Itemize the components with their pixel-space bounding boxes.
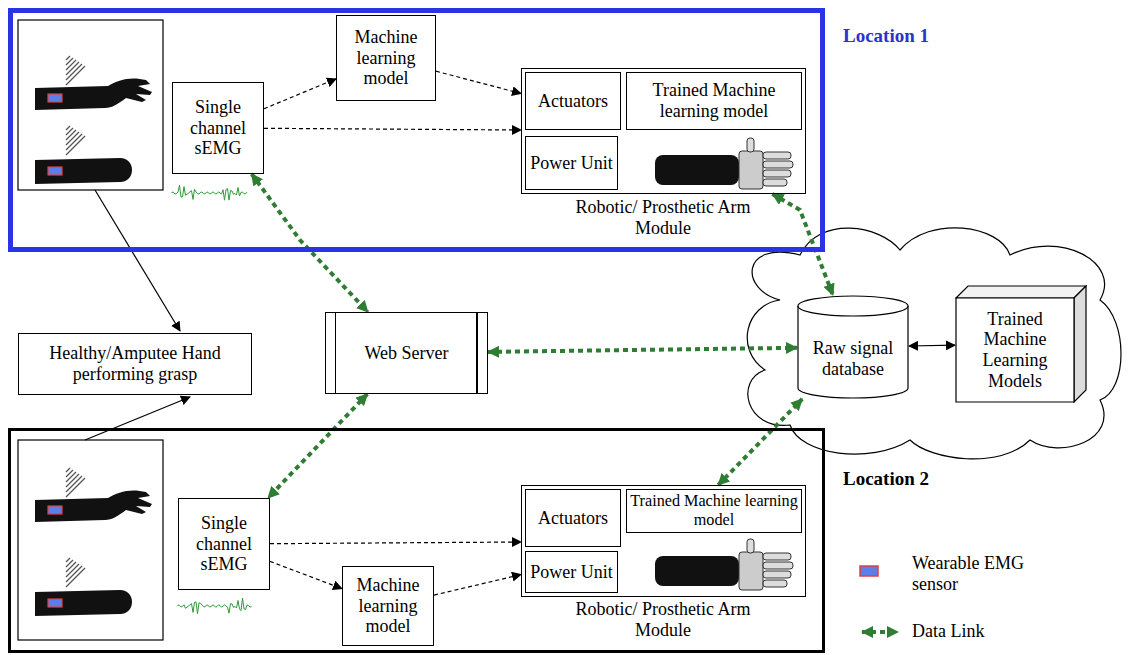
node-label: Healthy/Amputee Hand performing grasp bbox=[22, 343, 248, 384]
node-label: Trained Machine learning model bbox=[630, 80, 798, 121]
node-label: Raw signal database bbox=[800, 338, 906, 379]
node-label: Machine learning model bbox=[346, 575, 430, 637]
data-link bbox=[718, 399, 802, 485]
process-box: Machine learning model bbox=[342, 566, 434, 646]
signal-hatch bbox=[66, 56, 85, 587]
connector-arrow bbox=[264, 79, 336, 109]
emg-waveform bbox=[178, 598, 252, 614]
sensor-box: Single channel sEMG bbox=[178, 498, 270, 590]
node-label: Actuators bbox=[538, 508, 608, 529]
leader-arrow bbox=[85, 397, 190, 440]
location-region: Location 1Single channel sEMGMachine lea… bbox=[8, 8, 825, 252]
legend-sensor-sample bbox=[860, 566, 878, 576]
connector-arrow bbox=[264, 128, 521, 130]
connector-arrow bbox=[436, 71, 521, 93]
sensor-box: Single channel sEMG bbox=[172, 82, 264, 174]
region-heading: Robotic/ Prosthetic Arm Module bbox=[563, 599, 763, 640]
node-label: Web Server bbox=[364, 343, 448, 364]
data-link bbox=[488, 348, 797, 352]
connector-arrow bbox=[434, 575, 521, 596]
module-box: Robotic/ Prosthetic Arm ModuleActuatorsT… bbox=[521, 485, 806, 597]
hand-panel bbox=[18, 440, 163, 640]
connector-arrow bbox=[909, 345, 955, 347]
location-region: Location 2Single channel sEMGMachine lea… bbox=[8, 428, 825, 653]
module-box: Robotic/ Prosthetic Arm ModuleActuatorsT… bbox=[521, 68, 806, 194]
connector-arrow bbox=[270, 542, 521, 544]
leader-arrow bbox=[95, 190, 180, 331]
hand-panel bbox=[18, 20, 163, 190]
region-heading: Location 2 bbox=[843, 468, 929, 490]
node-label: Power Unit bbox=[530, 562, 613, 583]
server-box: Web Server bbox=[325, 312, 488, 394]
prosthetic-arm bbox=[655, 138, 793, 189]
legend-link-sample bbox=[862, 630, 898, 634]
node-label: Actuators bbox=[538, 91, 608, 112]
connector-arrow bbox=[270, 561, 342, 588]
node-label: Trained Machine learning model bbox=[630, 492, 798, 529]
node-label: Trained Machine Learning Models bbox=[959, 309, 1071, 392]
region-heading: Location 1 bbox=[843, 25, 929, 47]
component-box: Actuators bbox=[525, 489, 621, 547]
legend-label: Data Link bbox=[912, 621, 1062, 642]
data-link bbox=[252, 174, 368, 312]
model-store: Trained Machine Learning Models bbox=[955, 285, 1087, 403]
node-label: Single channel sEMG bbox=[176, 97, 260, 159]
cloud-outline bbox=[747, 228, 1121, 459]
process-box: Machine learning model bbox=[336, 15, 436, 101]
node-label: Power Unit bbox=[530, 153, 613, 174]
component-box: Trained Machine learning model bbox=[626, 489, 802, 533]
process-box: Healthy/Amputee Hand performing grasp bbox=[18, 333, 252, 395]
node-label: Machine learning model bbox=[340, 27, 432, 89]
region-heading: Robotic/ Prosthetic Arm Module bbox=[563, 197, 763, 238]
legend-label: Wearable EMG sensor bbox=[912, 553, 1062, 594]
data-link bbox=[268, 394, 367, 498]
component-box: Trained Machine learning model bbox=[626, 72, 802, 130]
component-box: Power Unit bbox=[525, 551, 618, 593]
node-label: Single channel sEMG bbox=[182, 513, 266, 575]
component-box: Power Unit bbox=[525, 136, 618, 190]
prosthetic-arm bbox=[655, 539, 793, 590]
database-cylinder: Raw signal database bbox=[797, 295, 909, 399]
component-box: Actuators bbox=[525, 72, 621, 130]
emg-waveform bbox=[172, 185, 247, 200]
